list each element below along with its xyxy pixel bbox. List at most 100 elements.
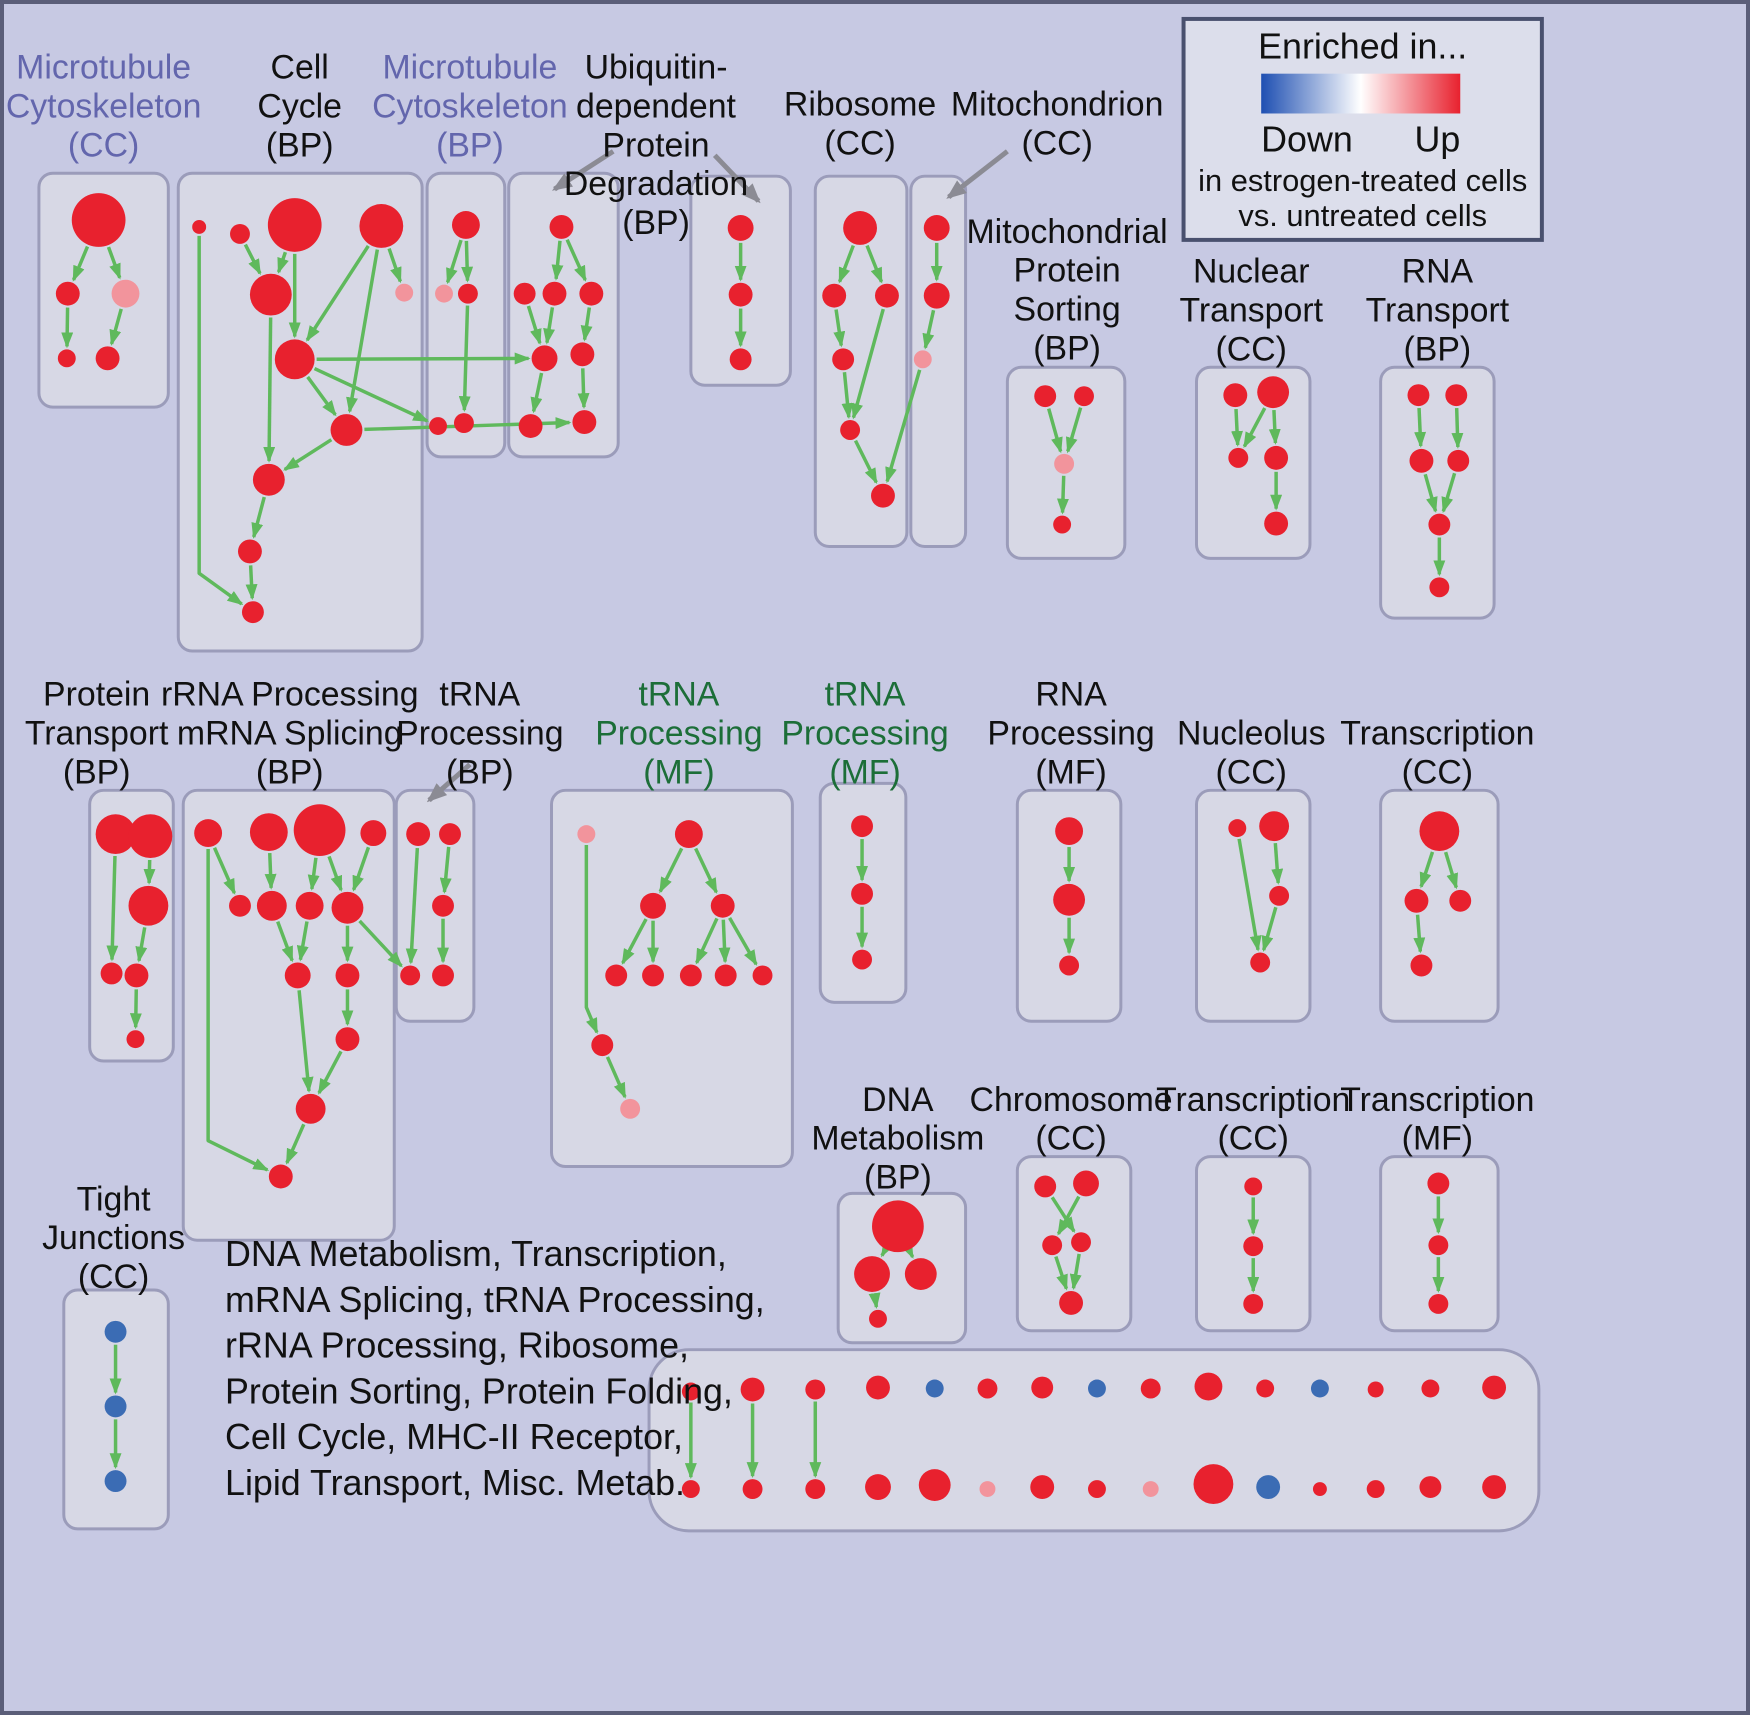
edge-S1-S2 [880, 1240, 894, 1258]
node-X13b [1366, 1480, 1385, 1498]
node-F2 [822, 283, 847, 308]
node-V2 [1428, 1235, 1449, 1256]
node-X08b [1088, 1480, 1106, 1498]
edge-F1-F2 [837, 244, 855, 284]
edge-A1-A2 [71, 245, 90, 282]
edge-R1-R2 [1419, 851, 1435, 889]
label-pointer-arrow [426, 762, 472, 803]
edge-S1-S3 [901, 1241, 915, 1259]
edge-Q2-Q3 [1271, 842, 1284, 885]
edge-B3-B5 [276, 251, 289, 274]
node-G2 [923, 282, 950, 309]
node-X01t [681, 1382, 700, 1401]
node-L6 [256, 890, 287, 921]
edge-G3-F6 [885, 369, 922, 484]
edge-L1-L13 [206, 849, 270, 1172]
edge-B9-B10 [251, 496, 266, 539]
node-X09b [1142, 1481, 1159, 1498]
node-N3 [640, 892, 666, 919]
node-O1 [851, 815, 874, 838]
edge-L9-L12 [297, 990, 314, 1093]
edge-L12-L13 [285, 1123, 306, 1165]
node-K5 [124, 963, 149, 988]
edge-F4-F5 [841, 372, 854, 420]
node-B5 [249, 273, 292, 316]
node-N6 [642, 964, 664, 987]
node-Q2 [1259, 811, 1290, 842]
cluster-box-ribosome [813, 174, 909, 548]
node-X12b [1312, 1482, 1327, 1497]
node-X02b [742, 1479, 763, 1499]
edge-L4-L8 [351, 846, 371, 892]
node-U3 [1243, 1293, 1264, 1314]
edge-D2-D4 [543, 307, 555, 345]
cluster-label-chromosome: Chromosome(CC) [970, 1081, 1173, 1158]
node-X05b [918, 1469, 951, 1501]
edge-F3-F5 [851, 308, 885, 420]
edge-J1-J3 [1414, 408, 1427, 448]
node-X08t [1088, 1379, 1106, 1398]
node-M1 [406, 822, 431, 847]
node-A1 [71, 193, 126, 247]
node-U1 [1244, 1177, 1263, 1196]
node-L4 [360, 820, 387, 847]
label-pointer-arrow [712, 153, 761, 204]
node-B1 [192, 219, 207, 234]
node-V3 [1428, 1293, 1449, 1314]
edge-B4-B8 [346, 249, 380, 414]
edge-M1-M4 [405, 847, 420, 965]
node-K3 [128, 885, 169, 926]
node-L7 [295, 891, 324, 920]
edge-L7-L9 [296, 921, 309, 962]
edge-T4-T5 [1069, 1253, 1082, 1291]
summary-note-line-5: Cell Cycle, MHC-II Receptor, [225, 1417, 683, 1457]
node-X10t [1194, 1372, 1223, 1401]
cluster-box-transcription-cc-1 [1379, 788, 1500, 1023]
node-C5 [453, 413, 474, 433]
node-X01b [681, 1480, 700, 1498]
node-H3 [1054, 453, 1075, 474]
node-B3 [267, 198, 322, 252]
edge-K1-K4 [106, 855, 119, 962]
node-B2 [230, 223, 250, 244]
legend-context-line-1: in estrogen-treated cells [1198, 163, 1527, 198]
node-N8 [714, 964, 737, 987]
node-X03t [805, 1379, 826, 1400]
node-X04t [866, 1375, 890, 1400]
node-A3 [111, 279, 140, 308]
edge-H1-H3 [1047, 408, 1063, 454]
edge-M2-M3 [439, 846, 452, 894]
cluster-box-protein-transport [88, 788, 175, 1063]
node-C3 [457, 283, 478, 304]
edge-K2-K3 [143, 859, 156, 885]
cluster-label-transcription-cc-1: Transcription(CC) [1340, 715, 1534, 792]
edge-F5-F6 [853, 439, 878, 485]
node-B8 [330, 414, 363, 446]
edge-Q3-Q4 [1261, 906, 1278, 952]
cluster-box-mitochondrion [909, 174, 968, 548]
node-H2 [1074, 386, 1094, 407]
node-B6 [395, 283, 414, 302]
node-I4 [1264, 445, 1289, 470]
edge-L2-L6 [264, 852, 277, 890]
node-L1 [194, 819, 223, 848]
summary-note-line-2: mRNA Splicing, tRNA Processing, [225, 1280, 765, 1320]
edge-D1-D4 [526, 305, 542, 346]
node-D7 [572, 410, 597, 434]
node-T5 [1059, 1290, 1084, 1315]
cluster-box-nucleolus [1195, 788, 1312, 1023]
node-X07t [1031, 1376, 1054, 1399]
label-pointer-arrow [551, 149, 615, 192]
node-N2 [674, 820, 703, 849]
node-E2 [728, 282, 753, 307]
node-K4 [100, 962, 123, 985]
